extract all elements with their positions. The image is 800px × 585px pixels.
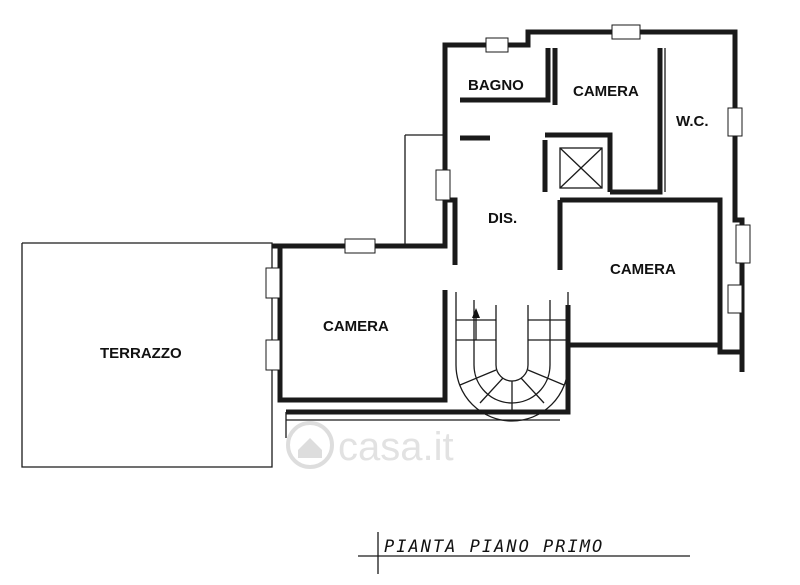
room-label-dis: DIS. [488, 210, 517, 227]
room-label-wc: W.C. [676, 113, 709, 130]
room-label-camera-left: CAMERA [323, 318, 389, 335]
lift-shaft [559, 147, 603, 189]
room-label-camera-top: CAMERA [573, 83, 639, 100]
room-label-terrazzo: TERRAZZO [100, 345, 182, 362]
interior-walls [404, 48, 723, 345]
house-icon [286, 421, 334, 469]
drawing-title: PIANTA PIANO PRIMO [358, 532, 690, 574]
watermark: casa.it [286, 421, 454, 469]
watermark-text: casa.it [338, 425, 454, 469]
windows [265, 24, 751, 371]
terrace-outline [21, 242, 273, 468]
room-label-bagno: BAGNO [468, 77, 524, 94]
plan-title: PIANTA PIANO PRIMO [384, 537, 604, 557]
spiral-staircase [455, 292, 569, 422]
room-label-camera-right: CAMERA [610, 261, 676, 278]
